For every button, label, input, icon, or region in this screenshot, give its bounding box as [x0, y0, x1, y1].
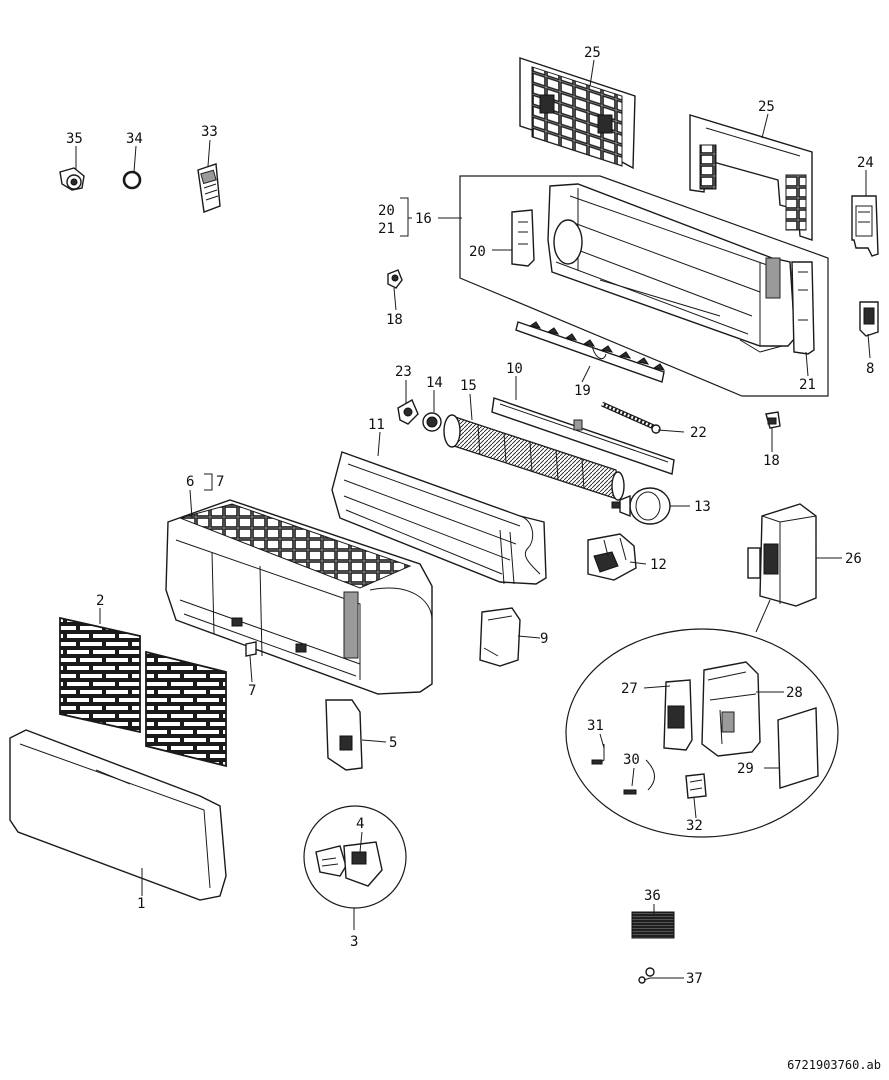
callout-19: 19	[574, 383, 591, 399]
side-bracket-24	[851, 195, 879, 257]
callout-8: 8	[866, 361, 874, 377]
callout-10: 10	[506, 361, 523, 377]
callout-29: 29	[737, 761, 754, 777]
remote-control-33	[197, 163, 221, 213]
callout-16-20: 20	[378, 203, 395, 219]
detail-circle-electronics	[565, 628, 839, 838]
o-ring-34	[122, 170, 142, 190]
callout-15: 15	[460, 378, 477, 394]
callout-20: 20	[469, 244, 486, 260]
control-box-26	[747, 503, 817, 607]
drawing-number: 6721903760.ab	[787, 1058, 881, 1072]
callout-27: 27	[621, 681, 638, 697]
guide-rail-10	[491, 397, 675, 475]
detail-circle-3	[303, 805, 407, 909]
callout-2: 2	[96, 593, 104, 609]
callout-25b: 25	[758, 99, 775, 115]
callout-16-21: 21	[378, 221, 395, 237]
grommet-18a	[387, 269, 403, 289]
callout-4: 4	[356, 816, 364, 832]
callout-21: 21	[799, 377, 816, 393]
terminal-cover-5	[325, 699, 363, 771]
callout-7: 7	[248, 683, 256, 699]
callout-35: 35	[66, 131, 83, 147]
grommet-18b	[765, 411, 781, 429]
callout-12: 12	[650, 557, 667, 573]
callout-11: 11	[368, 417, 385, 433]
callout-23: 23	[395, 364, 412, 380]
filter-mesh-36	[631, 911, 675, 939]
filter-box-9	[479, 607, 521, 667]
spring-22	[600, 401, 661, 434]
screw-37	[638, 967, 655, 984]
front-panel-1	[9, 729, 227, 901]
chassis-group-16	[459, 175, 829, 397]
base-frame-6	[165, 499, 433, 695]
callout-18a: 18	[386, 312, 403, 328]
callout-16: 16	[415, 211, 432, 227]
cross-flow-fan-15	[443, 414, 625, 501]
callout-24: 24	[857, 155, 874, 171]
clip-part-8	[859, 301, 879, 337]
callout-36: 36	[644, 888, 661, 904]
coupling-14	[422, 412, 442, 432]
mounting-plate-b	[689, 114, 813, 241]
callout-1: 1	[137, 896, 145, 912]
callout-26: 26	[845, 551, 862, 567]
callout-14: 14	[426, 375, 443, 391]
fitting-35	[59, 167, 85, 191]
louver-blades-19	[515, 321, 666, 383]
callout-5: 5	[389, 735, 397, 751]
callout-18b: 18	[763, 453, 780, 469]
callout-28: 28	[786, 685, 803, 701]
callout-34: 34	[126, 131, 143, 147]
callout-30: 30	[623, 752, 640, 768]
callout-22: 22	[690, 425, 707, 441]
callout-13: 13	[694, 499, 711, 515]
leader-lines	[75, 59, 871, 981]
mounting-plate-a	[519, 57, 636, 170]
callout-37: 37	[686, 971, 703, 987]
air-filter-2	[59, 616, 227, 768]
callout-9: 9	[540, 631, 548, 647]
callout-labels: 25 25 24 35 34 33 20 21 16 20 18 8 21 19…	[66, 45, 874, 987]
callout-6: 6	[186, 474, 194, 490]
motor-bracket-12	[587, 533, 637, 581]
callout-33: 33	[201, 124, 218, 140]
callout-25a: 25	[584, 45, 601, 61]
evaporator-11	[331, 451, 547, 585]
clip-part-7	[245, 641, 257, 657]
callout-3: 3	[350, 934, 358, 950]
bearing-23	[397, 399, 419, 425]
callout-31: 31	[587, 718, 604, 734]
callout-6-7: 7	[216, 474, 224, 490]
callout-32: 32	[686, 818, 703, 834]
